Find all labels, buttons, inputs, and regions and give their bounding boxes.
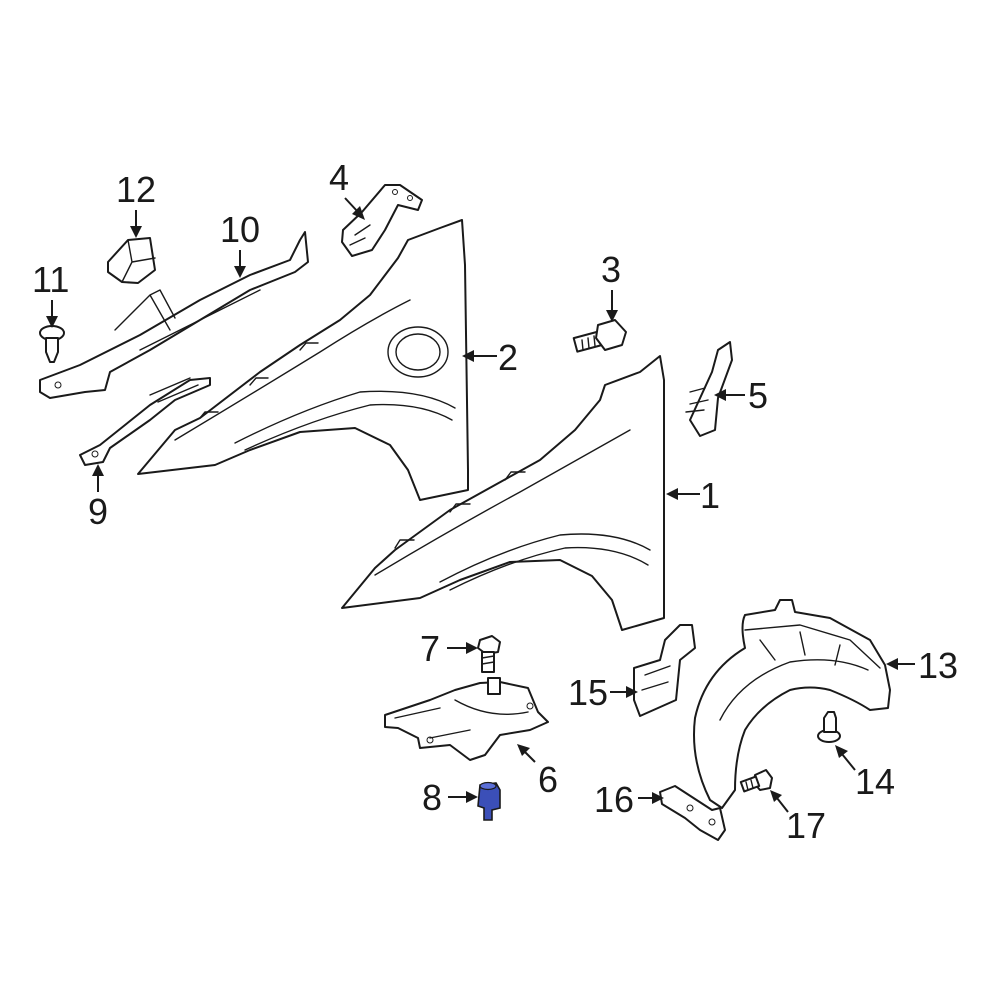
callout-7: 7	[420, 628, 440, 669]
callout-14: 14	[855, 761, 895, 802]
callout-16: 16	[594, 779, 634, 820]
callout-1: 1	[700, 475, 720, 516]
callout-3: 3	[601, 249, 621, 290]
fender-part-2	[137, 219, 469, 501]
callout-15: 15	[568, 672, 608, 713]
callout-11: 11	[32, 259, 69, 300]
callout-9: 9	[88, 491, 108, 532]
callout-12: 12	[116, 169, 156, 210]
bolt-part-7	[477, 635, 501, 673]
callout-8: 8	[422, 777, 442, 818]
callout-6: 6	[538, 759, 558, 800]
shield-part-15	[633, 624, 696, 717]
bracket-part-4	[341, 184, 423, 257]
bushing-part-8	[477, 781, 501, 821]
clip-part-11	[39, 325, 65, 363]
bracket-part-16	[659, 785, 726, 841]
bracket-part-12	[107, 237, 156, 284]
screw-part-17	[739, 769, 773, 793]
wheel-liner-part-13	[693, 599, 891, 809]
callout-2: 2	[498, 337, 518, 378]
callout-4: 4	[329, 157, 349, 198]
callout-labels: 1 2 3 4 5 6 7 8 9 10 11 12 13 14 15 16 1…	[32, 157, 958, 846]
fender-part-1	[341, 355, 665, 631]
clip-part-14	[817, 711, 841, 743]
bolt-part-3	[572, 319, 627, 353]
bracket-part-5	[685, 341, 733, 437]
rail-part-10	[39, 231, 309, 399]
rail-part-9	[79, 377, 211, 466]
callout-13: 13	[918, 645, 958, 686]
callout-10: 10	[220, 209, 260, 250]
mount-part-6	[384, 677, 549, 761]
leader-lines	[46, 197, 915, 813]
callout-5: 5	[748, 375, 768, 416]
callout-17: 17	[786, 805, 826, 846]
